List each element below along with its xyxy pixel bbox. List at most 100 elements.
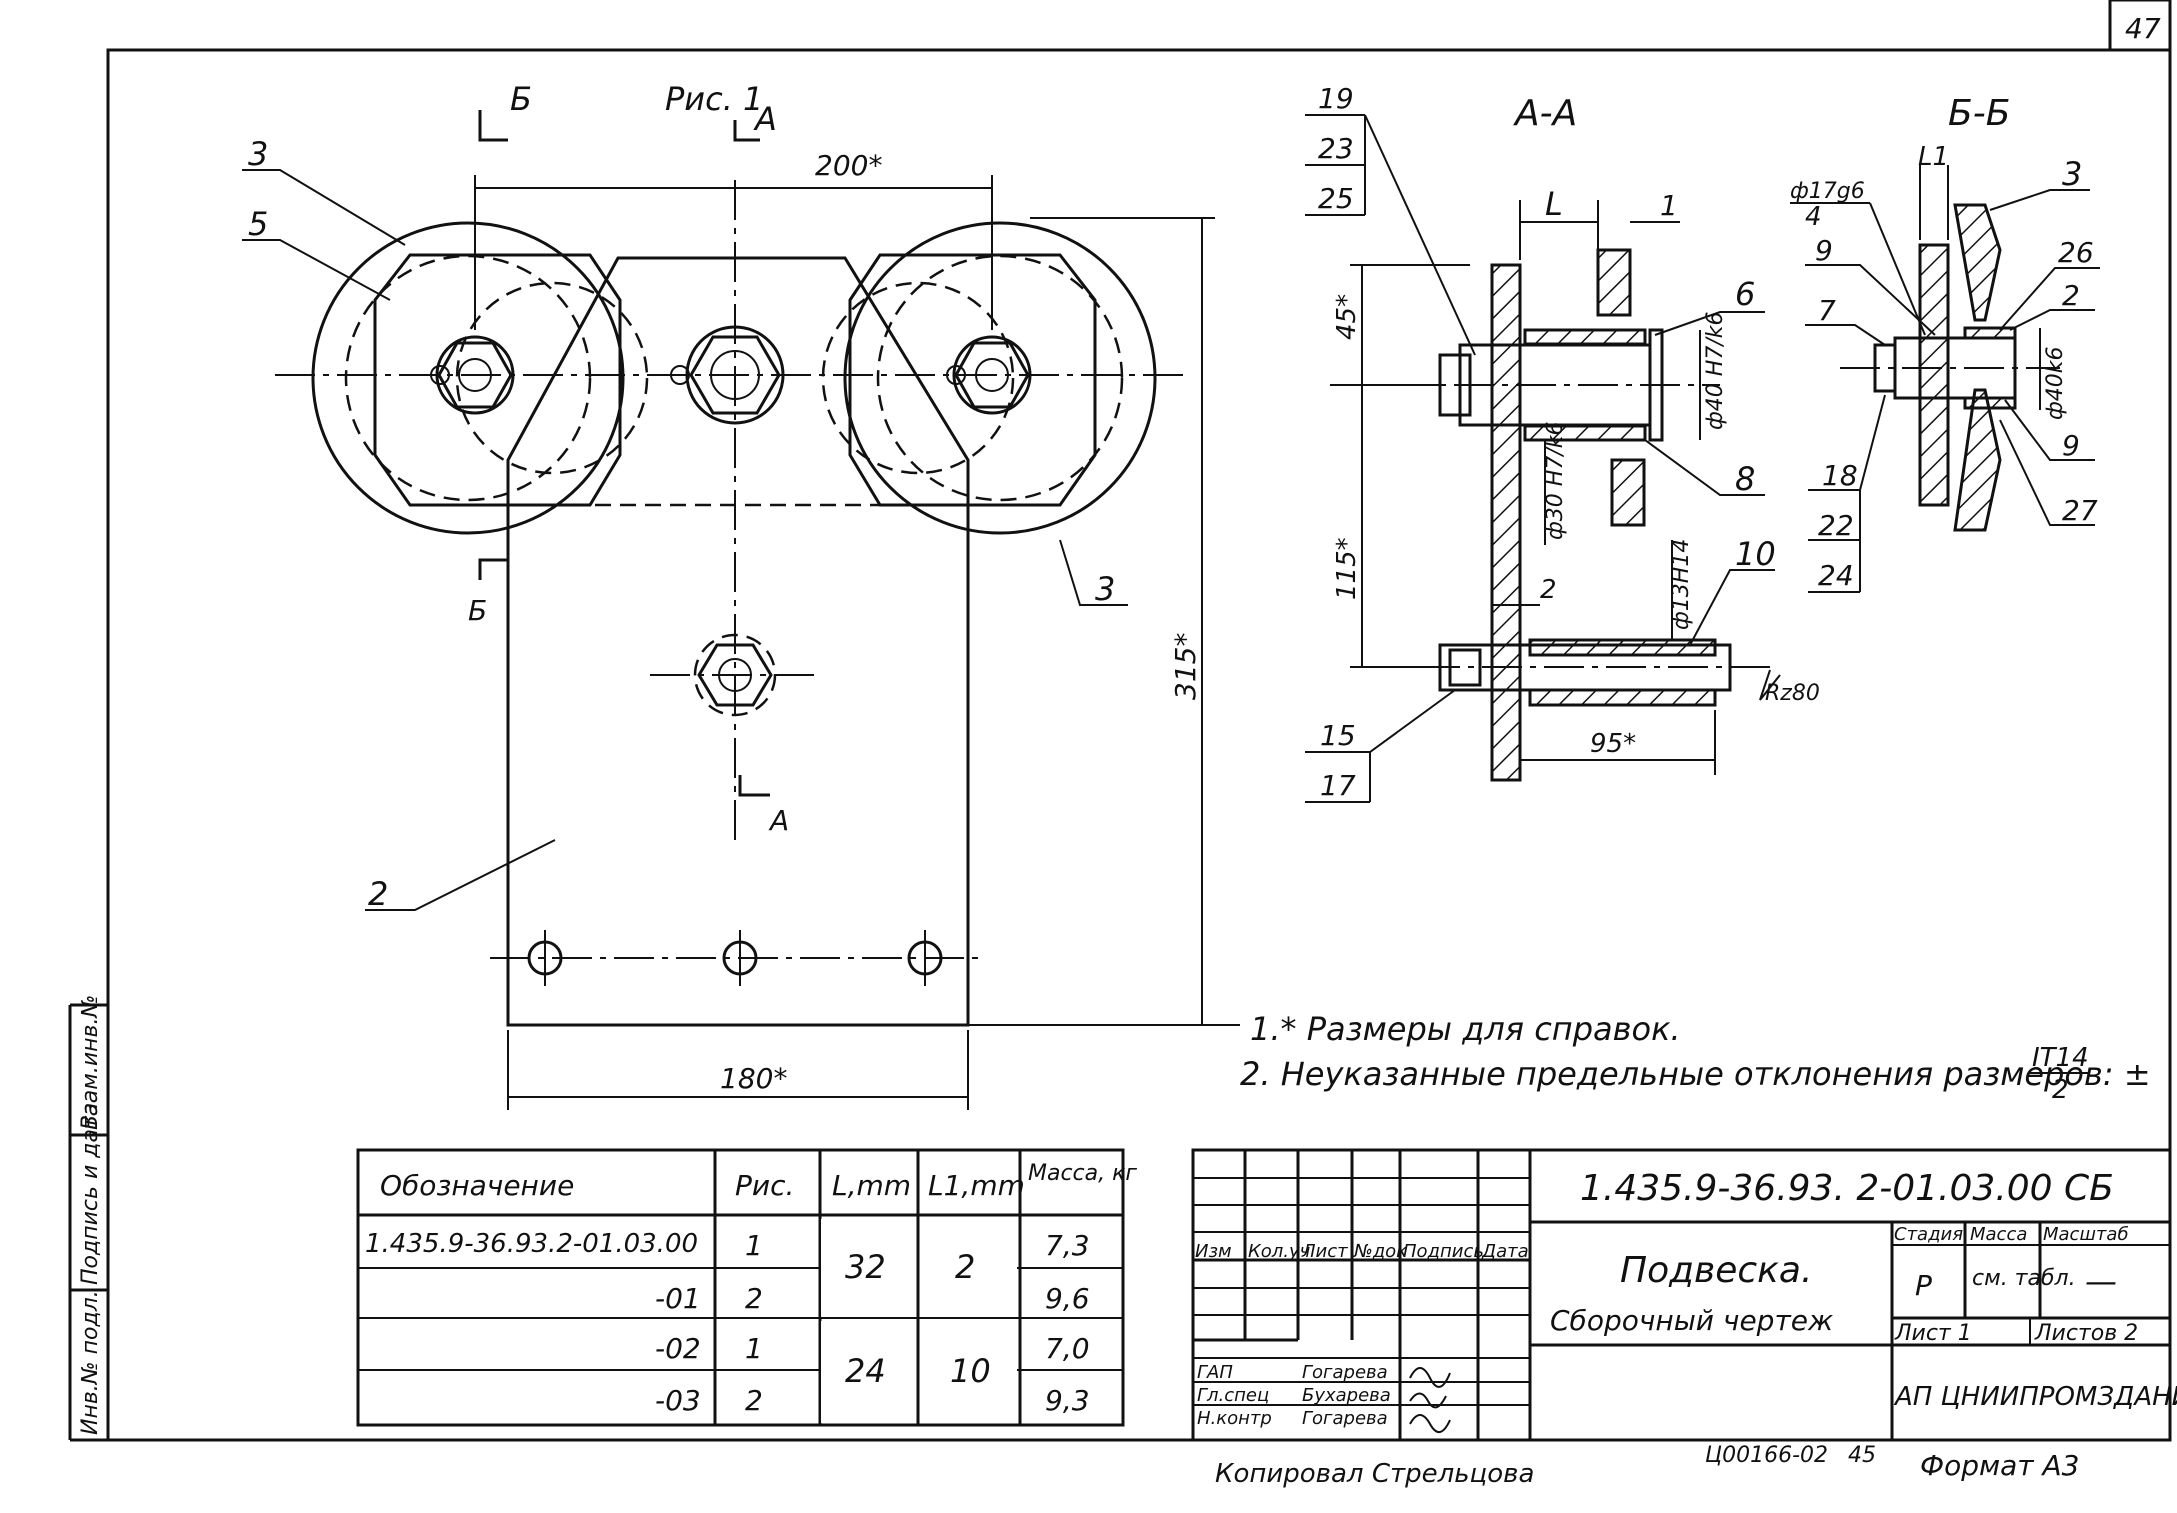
section-bb-title: Б-Б: [1948, 93, 2010, 134]
row-3-designation: -03: [655, 1384, 701, 1417]
callout-5: 5: [248, 205, 268, 243]
col-list: Лист: [1301, 1241, 1348, 1262]
footer: Копировал Стрельцова Ц00166-02 45 Формат…: [1215, 1443, 2079, 1489]
left-hex-plate: [373, 253, 622, 507]
callout-9a: 9: [1815, 234, 1833, 267]
footer-num: 45: [1848, 1443, 1876, 1468]
notes: 1.* Размеры для справок. 2. Неуказанные …: [968, 1010, 2151, 1105]
callout-8: 8: [1735, 460, 1755, 498]
section-mark-a-top: А: [753, 100, 777, 138]
callout-23: 23: [1318, 132, 1354, 165]
col-izm: Изм: [1195, 1241, 1232, 1262]
row-0-designation: 1.435.9-36.93.2-01.03.00: [365, 1229, 698, 1259]
aa-plate: [1490, 263, 1522, 782]
callout-10: 10: [1735, 535, 1776, 573]
role-gap: ГАП: [1197, 1362, 1233, 1383]
figure-label: Рис. 1: [665, 80, 763, 118]
note-2-fraction-bottom: 2: [2052, 1075, 2069, 1105]
callout-bb-2: 2: [2062, 279, 2080, 312]
col-podpis: Подпись: [1403, 1241, 1484, 1262]
section-mark-b-top: Б: [510, 80, 532, 118]
role-glspec: Гл.спец: [1197, 1385, 1269, 1406]
footer-format: Формат А3: [1920, 1449, 2079, 1482]
callout-27: 27: [2062, 494, 2098, 527]
dim-95: 95*: [1590, 729, 1636, 759]
dim-L1: L1: [1918, 142, 1949, 172]
row-2-designation: -02: [655, 1332, 701, 1365]
dim-45: 45*: [1332, 294, 1362, 340]
row-1-mass: 9,6: [1045, 1282, 1090, 1315]
sheets-label: Листов 2: [2034, 1321, 2138, 1346]
left-pulley: [311, 221, 625, 535]
fit-30: ф30 Н7/k6: [1543, 422, 1568, 541]
dim-height: 315*: [1169, 633, 1202, 700]
note-1: 1.* Размеры для справок.: [1250, 1010, 1681, 1048]
dim-2: 2: [1540, 575, 1557, 605]
callout-24: 24: [1818, 559, 1854, 592]
dim-width-top: 200*: [815, 149, 882, 182]
fit-40: ф40 Н7/k6: [1703, 312, 1728, 431]
row-2-fig: 1: [745, 1332, 763, 1365]
note-2-fraction-top: IT14: [2032, 1043, 2089, 1073]
callout-4: 4: [1805, 202, 1822, 232]
name-glspec: Бухарева: [1302, 1385, 1391, 1406]
side-label-swap: Взам.инв.№: [78, 995, 103, 1130]
callout-19: 19: [1318, 82, 1354, 115]
dim-13: ф13Н14: [1669, 539, 1694, 630]
side-label-inv: Инв.№ подл.: [78, 1290, 103, 1435]
mass-header: Масса: [1970, 1224, 2027, 1245]
sheet-frame: 47 Взам.инв.№ Подпись и дата Инв.№ подл.: [68, 0, 2172, 1442]
callout-2: 2: [368, 875, 388, 913]
title-block: Изм Кол.уч Лист №док Подпись Дата ГАП Гл…: [1191, 1148, 2177, 1442]
stage-header: Стадия: [1894, 1224, 1963, 1245]
footer-copied: Копировал Стрельцова: [1215, 1459, 1534, 1489]
callout-22: 22: [1818, 509, 1854, 542]
col-data: Дата: [1481, 1241, 1529, 1262]
row-0-mass: 7,3: [1045, 1229, 1090, 1262]
sheet-label: Лист 1: [1894, 1321, 1972, 1346]
col-ndok: №док: [1353, 1241, 1407, 1262]
main-view: Б Б А А 200* 315* 180* 3 5 3 2: [242, 80, 1215, 1110]
row-1-fig: 2: [745, 1282, 763, 1315]
callout-25: 25: [1318, 182, 1354, 215]
title-main: Подвеска.: [1620, 1250, 1812, 1291]
stage-value: Р: [1915, 1269, 1932, 1302]
org-name: АП ЦНИИПРОМЗДАНИЙ: [1893, 1380, 2177, 1412]
th-mass: Масса, кг: [1028, 1161, 1137, 1186]
sheet-number: 47: [2125, 12, 2161, 45]
row-0-fig: 1: [745, 1229, 763, 1262]
name-gap: Гогарева: [1302, 1362, 1388, 1383]
section-mark-b-bottom: Б: [468, 594, 487, 627]
th-designation: Обозначение: [380, 1169, 574, 1202]
callout-26: 26: [2058, 236, 2094, 269]
variant-table: Обозначение Рис. L,mm L1,mm Масса, кг 1.…: [356, 1148, 1137, 1427]
row-3-mass: 9,3: [1045, 1384, 1090, 1417]
section-mark-a-bottom: А: [768, 804, 789, 837]
bb-pulley-top: [1953, 203, 2002, 322]
row-3-fig: 2: [745, 1384, 763, 1417]
callout-7: 7: [1818, 294, 1836, 327]
row-1-designation: -01: [655, 1282, 701, 1315]
scale-value: —: [2085, 1262, 2117, 1300]
dim-width-bottom: 180*: [720, 1062, 787, 1095]
mass-value: см. табл.: [1972, 1266, 2076, 1291]
dim-L: L: [1545, 185, 1563, 223]
dim-1: 1: [1660, 189, 1678, 222]
side-label-sign: Подпись и дата: [78, 1103, 103, 1285]
callout-17: 17: [1320, 769, 1356, 802]
callout-6: 6: [1735, 275, 1755, 313]
right-hex-plate: [848, 253, 1097, 507]
group-0-L1: 2: [955, 1248, 975, 1286]
roughness-rz: Rz80: [1765, 681, 1820, 706]
dim-40k6: ф40k6: [2043, 346, 2068, 420]
dim-115: 115*: [1332, 537, 1362, 600]
callout-9b: 9: [2062, 429, 2080, 462]
th-fig: Рис.: [735, 1169, 794, 1202]
row-2-mass: 7,0: [1045, 1332, 1090, 1365]
col-kolich: Кол.уч: [1248, 1241, 1310, 1262]
title-code: 1.435.9-36.93. 2-01.03.00 СБ: [1580, 1168, 2114, 1209]
name-nkontr: Гогарева: [1302, 1408, 1388, 1429]
section-aa: А-А 45* 115* L 1 ф40 Н7/k6 ф30 Н7: [1305, 82, 1820, 803]
callout-3a: 3: [248, 135, 268, 173]
